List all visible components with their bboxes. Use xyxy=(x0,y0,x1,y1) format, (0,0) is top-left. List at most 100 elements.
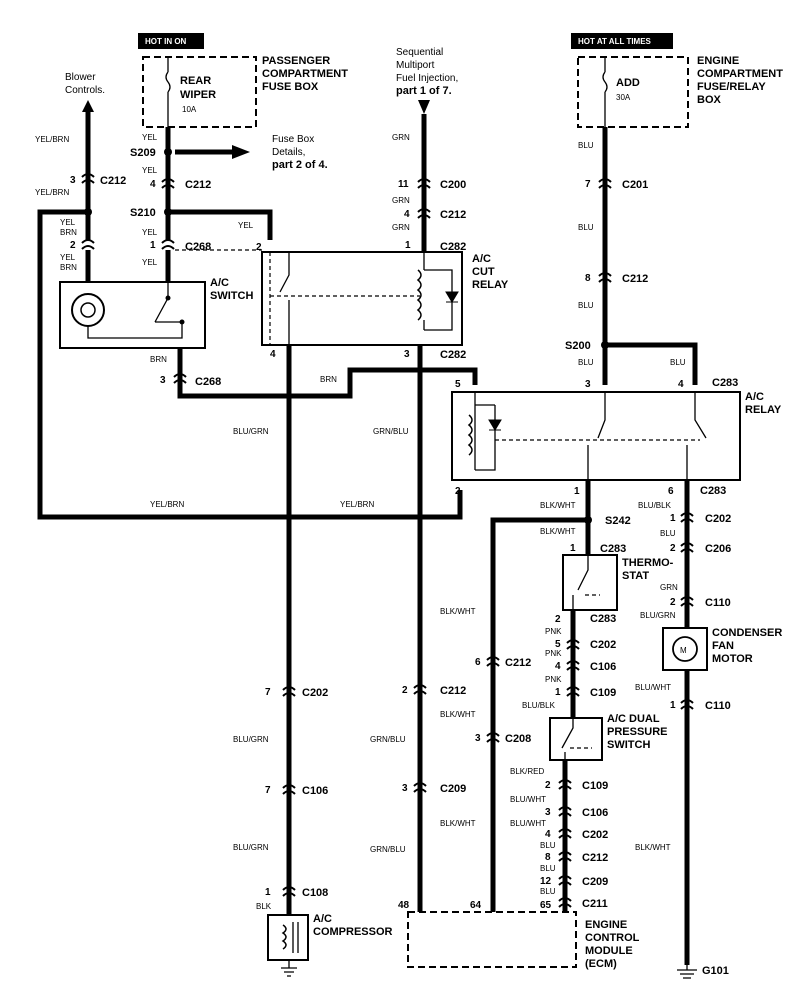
svg-text:BLK/RED: BLK/RED xyxy=(510,767,544,776)
dual-pressure-label-3: SWITCH xyxy=(607,739,650,751)
c202-label-d: C202 xyxy=(302,687,328,699)
dual-pressure-box xyxy=(549,717,603,761)
svg-text:1: 1 xyxy=(574,486,580,497)
ac-cut-relay-label-2: CUT xyxy=(472,266,495,278)
sfi-label-1: Sequential xyxy=(396,47,443,58)
c268-label-a: C268 xyxy=(185,241,211,253)
ac-switch-label-2: SWITCH xyxy=(210,290,253,302)
svg-text:PNK: PNK xyxy=(545,675,562,684)
ac-relay-box xyxy=(451,391,741,481)
svg-text:2: 2 xyxy=(70,240,76,251)
sfi-label-3: Fuel Injection, xyxy=(396,73,458,84)
add-fuse-label: ADD xyxy=(616,77,640,89)
svg-text:BLU/WHT: BLU/WHT xyxy=(635,683,671,692)
ac-relay-coil-icon xyxy=(467,414,473,456)
c283-label-c: C283 xyxy=(600,543,626,555)
sfi-arrow-icon xyxy=(418,100,430,114)
passenger-fuse-box-label-2: COMPARTMENT xyxy=(262,68,348,80)
dual-pressure-label-2: PRESSURE xyxy=(607,726,668,738)
svg-text:BLU/BLK: BLU/BLK xyxy=(522,701,556,710)
svg-text:1: 1 xyxy=(570,543,576,554)
svg-text:BLU: BLU xyxy=(578,301,594,310)
svg-text:YEL/BRN: YEL/BRN xyxy=(150,500,184,509)
c110-label-a: C110 xyxy=(705,597,731,609)
condenser-fan-label-3: MOTOR xyxy=(712,653,753,665)
svg-text:4: 4 xyxy=(555,661,561,672)
passenger-fuse-box-label-1: PASSENGER xyxy=(262,55,330,67)
splice-s242-dot xyxy=(584,516,592,524)
c106-label-b: C106 xyxy=(582,807,608,819)
svg-text:2: 2 xyxy=(555,614,561,625)
rear-wiper-fuse-label-2: WIPER xyxy=(180,89,216,101)
svg-text:YEL: YEL xyxy=(60,253,76,262)
svg-text:BLU: BLU xyxy=(540,887,556,896)
svg-text:BRN: BRN xyxy=(60,228,77,237)
ground-label: G101 xyxy=(702,965,729,977)
header-hot-at-all-times: HOT AT ALL TIMES xyxy=(571,33,673,49)
svg-text:1: 1 xyxy=(265,887,271,898)
compressor-label-2: COMPRESSOR xyxy=(313,926,393,938)
svg-text:GRN: GRN xyxy=(392,196,410,205)
header-hot-in-on-text: HOT IN ON xyxy=(145,37,187,46)
blower-controls-label-2: Controls. xyxy=(65,85,105,96)
header-hot-in-on: HOT IN ON xyxy=(138,33,204,49)
c282-label-b: C282 xyxy=(440,349,466,361)
svg-text:3: 3 xyxy=(585,379,591,390)
svg-text:PNK: PNK xyxy=(545,627,562,636)
add-fuse-symbol xyxy=(602,57,608,127)
svg-text:BLU/GRN: BLU/GRN xyxy=(233,735,269,744)
svg-text:GRN/BLU: GRN/BLU xyxy=(370,735,406,744)
c212-label-d: C212 xyxy=(622,273,648,285)
ac-relay-label-2: RELAY xyxy=(745,404,782,416)
svg-text:1: 1 xyxy=(670,513,676,524)
s200-label: S200 xyxy=(565,340,591,352)
svg-text:64: 64 xyxy=(470,900,482,911)
c208-label: C208 xyxy=(505,733,531,745)
c212-label-b: C212 xyxy=(185,179,211,191)
thermostat-label-2: STAT xyxy=(622,570,649,582)
c110-label-b: C110 xyxy=(705,700,731,712)
svg-text:YEL: YEL xyxy=(142,228,158,237)
ac-relay-label-1: A/C xyxy=(745,391,764,403)
svg-text:BLU/GRN: BLU/GRN xyxy=(640,611,676,620)
svg-text:8: 8 xyxy=(545,852,551,863)
svg-text:BLK/WHT: BLK/WHT xyxy=(540,501,576,510)
dual-pressure-label-1: A/C DUAL xyxy=(607,713,660,725)
svg-text:BLU: BLU xyxy=(540,841,556,850)
ac-relay-diode-icon xyxy=(488,419,502,431)
sfi-label-4: part 1 of 7. xyxy=(396,85,452,97)
compressor-clutch-icon xyxy=(281,924,287,950)
svg-text:GRN: GRN xyxy=(392,133,410,142)
ecm-label-4: (ECM) xyxy=(585,958,617,970)
svg-text:M: M xyxy=(680,646,687,655)
svg-text:4: 4 xyxy=(545,829,551,840)
svg-text:1: 1 xyxy=(670,700,676,711)
splice-s209-dot xyxy=(164,148,172,156)
svg-text:BLU/GRN: BLU/GRN xyxy=(233,843,269,852)
passenger-fuse-box-label-3: FUSE BOX xyxy=(262,81,319,93)
svg-text:4: 4 xyxy=(270,349,276,360)
svg-text:12: 12 xyxy=(540,876,552,887)
svg-text:2: 2 xyxy=(670,543,676,554)
rear-wiper-fuse-amp: 10A xyxy=(182,105,197,114)
svg-text:2: 2 xyxy=(402,685,408,696)
svg-text:1: 1 xyxy=(555,687,561,698)
ac-cut-relay-label-3: RELAY xyxy=(472,279,509,291)
thermostat-contact-icon xyxy=(572,555,589,610)
c282-label-a: C282 xyxy=(440,241,466,253)
svg-text:4: 4 xyxy=(150,179,156,190)
svg-text:7: 7 xyxy=(585,179,591,190)
svg-text:BLU: BLU xyxy=(660,529,676,538)
svg-text:BLK/WHT: BLK/WHT xyxy=(440,819,476,828)
svg-text:3: 3 xyxy=(475,733,481,744)
svg-text:BLU: BLU xyxy=(578,141,594,150)
svg-text:BLU: BLU xyxy=(670,358,686,367)
svg-text:BLU/WHT: BLU/WHT xyxy=(510,819,546,828)
c202-label-c: C202 xyxy=(582,829,608,841)
connector-labels: S209 S210 C212 C212 C268 C268 C200 C212 … xyxy=(100,147,738,910)
svg-text:GRN: GRN xyxy=(392,223,410,232)
svg-text:2: 2 xyxy=(256,242,262,253)
svg-text:BLU: BLU xyxy=(540,864,556,873)
svg-text:3: 3 xyxy=(404,349,410,360)
rear-wiper-fuse-symbol xyxy=(165,57,171,127)
